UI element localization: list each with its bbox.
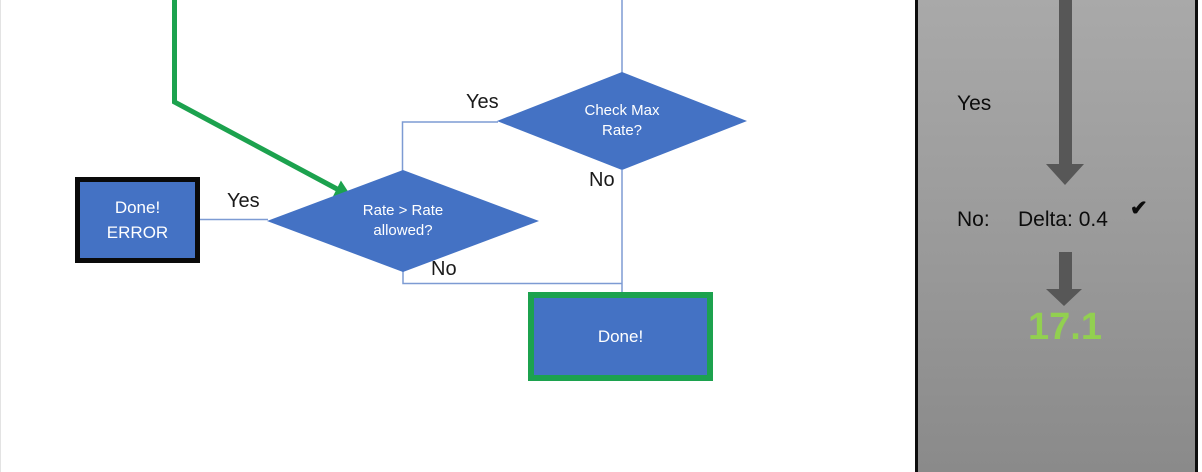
panel-delta-value: Delta: 0.4 [1018,208,1108,231]
down-arrow-long-icon [1059,0,1072,164]
slide-left-edge [0,0,1,472]
result-value: 17.1 [1028,306,1102,348]
decision-check-max-rate-label: Check Max Rate? [584,101,660,139]
down-arrow-short-icon [1059,252,1072,289]
panel-yes-label: Yes [957,92,992,115]
flowchart-connectors [172,0,623,293]
terminator-done-error-line1: Done! [114,197,161,217]
decision-rate-allowed-label: Rate > Rate allowed? [362,201,444,239]
terminator-done: Done! [528,292,713,381]
terminator-done-error-line2: ERROR [106,223,169,242]
edge-label-no-check-max: No [589,169,615,191]
connector-yes-check-max-to-rate [401,121,498,171]
down-arrow-long-head-icon [1046,164,1084,185]
down-arrow-short-head-icon [1046,289,1082,306]
checkmark-icon: ✔ [1130,197,1148,220]
terminator-done-label: Done! [597,326,644,346]
green-flow-arrow-line [172,0,339,192]
connector-no-rate-to-done [402,271,622,285]
side-panel: Yes No: Delta: 0.4 ✔ 17.1 [915,0,1198,472]
terminator-done-error: Done! ERROR [75,177,200,263]
panel-no-label: No: [957,208,990,231]
edge-label-no-rate: No [431,258,457,280]
edge-label-yes-rate: Yes [227,190,260,212]
edge-label-yes-check-max: Yes [466,91,499,113]
